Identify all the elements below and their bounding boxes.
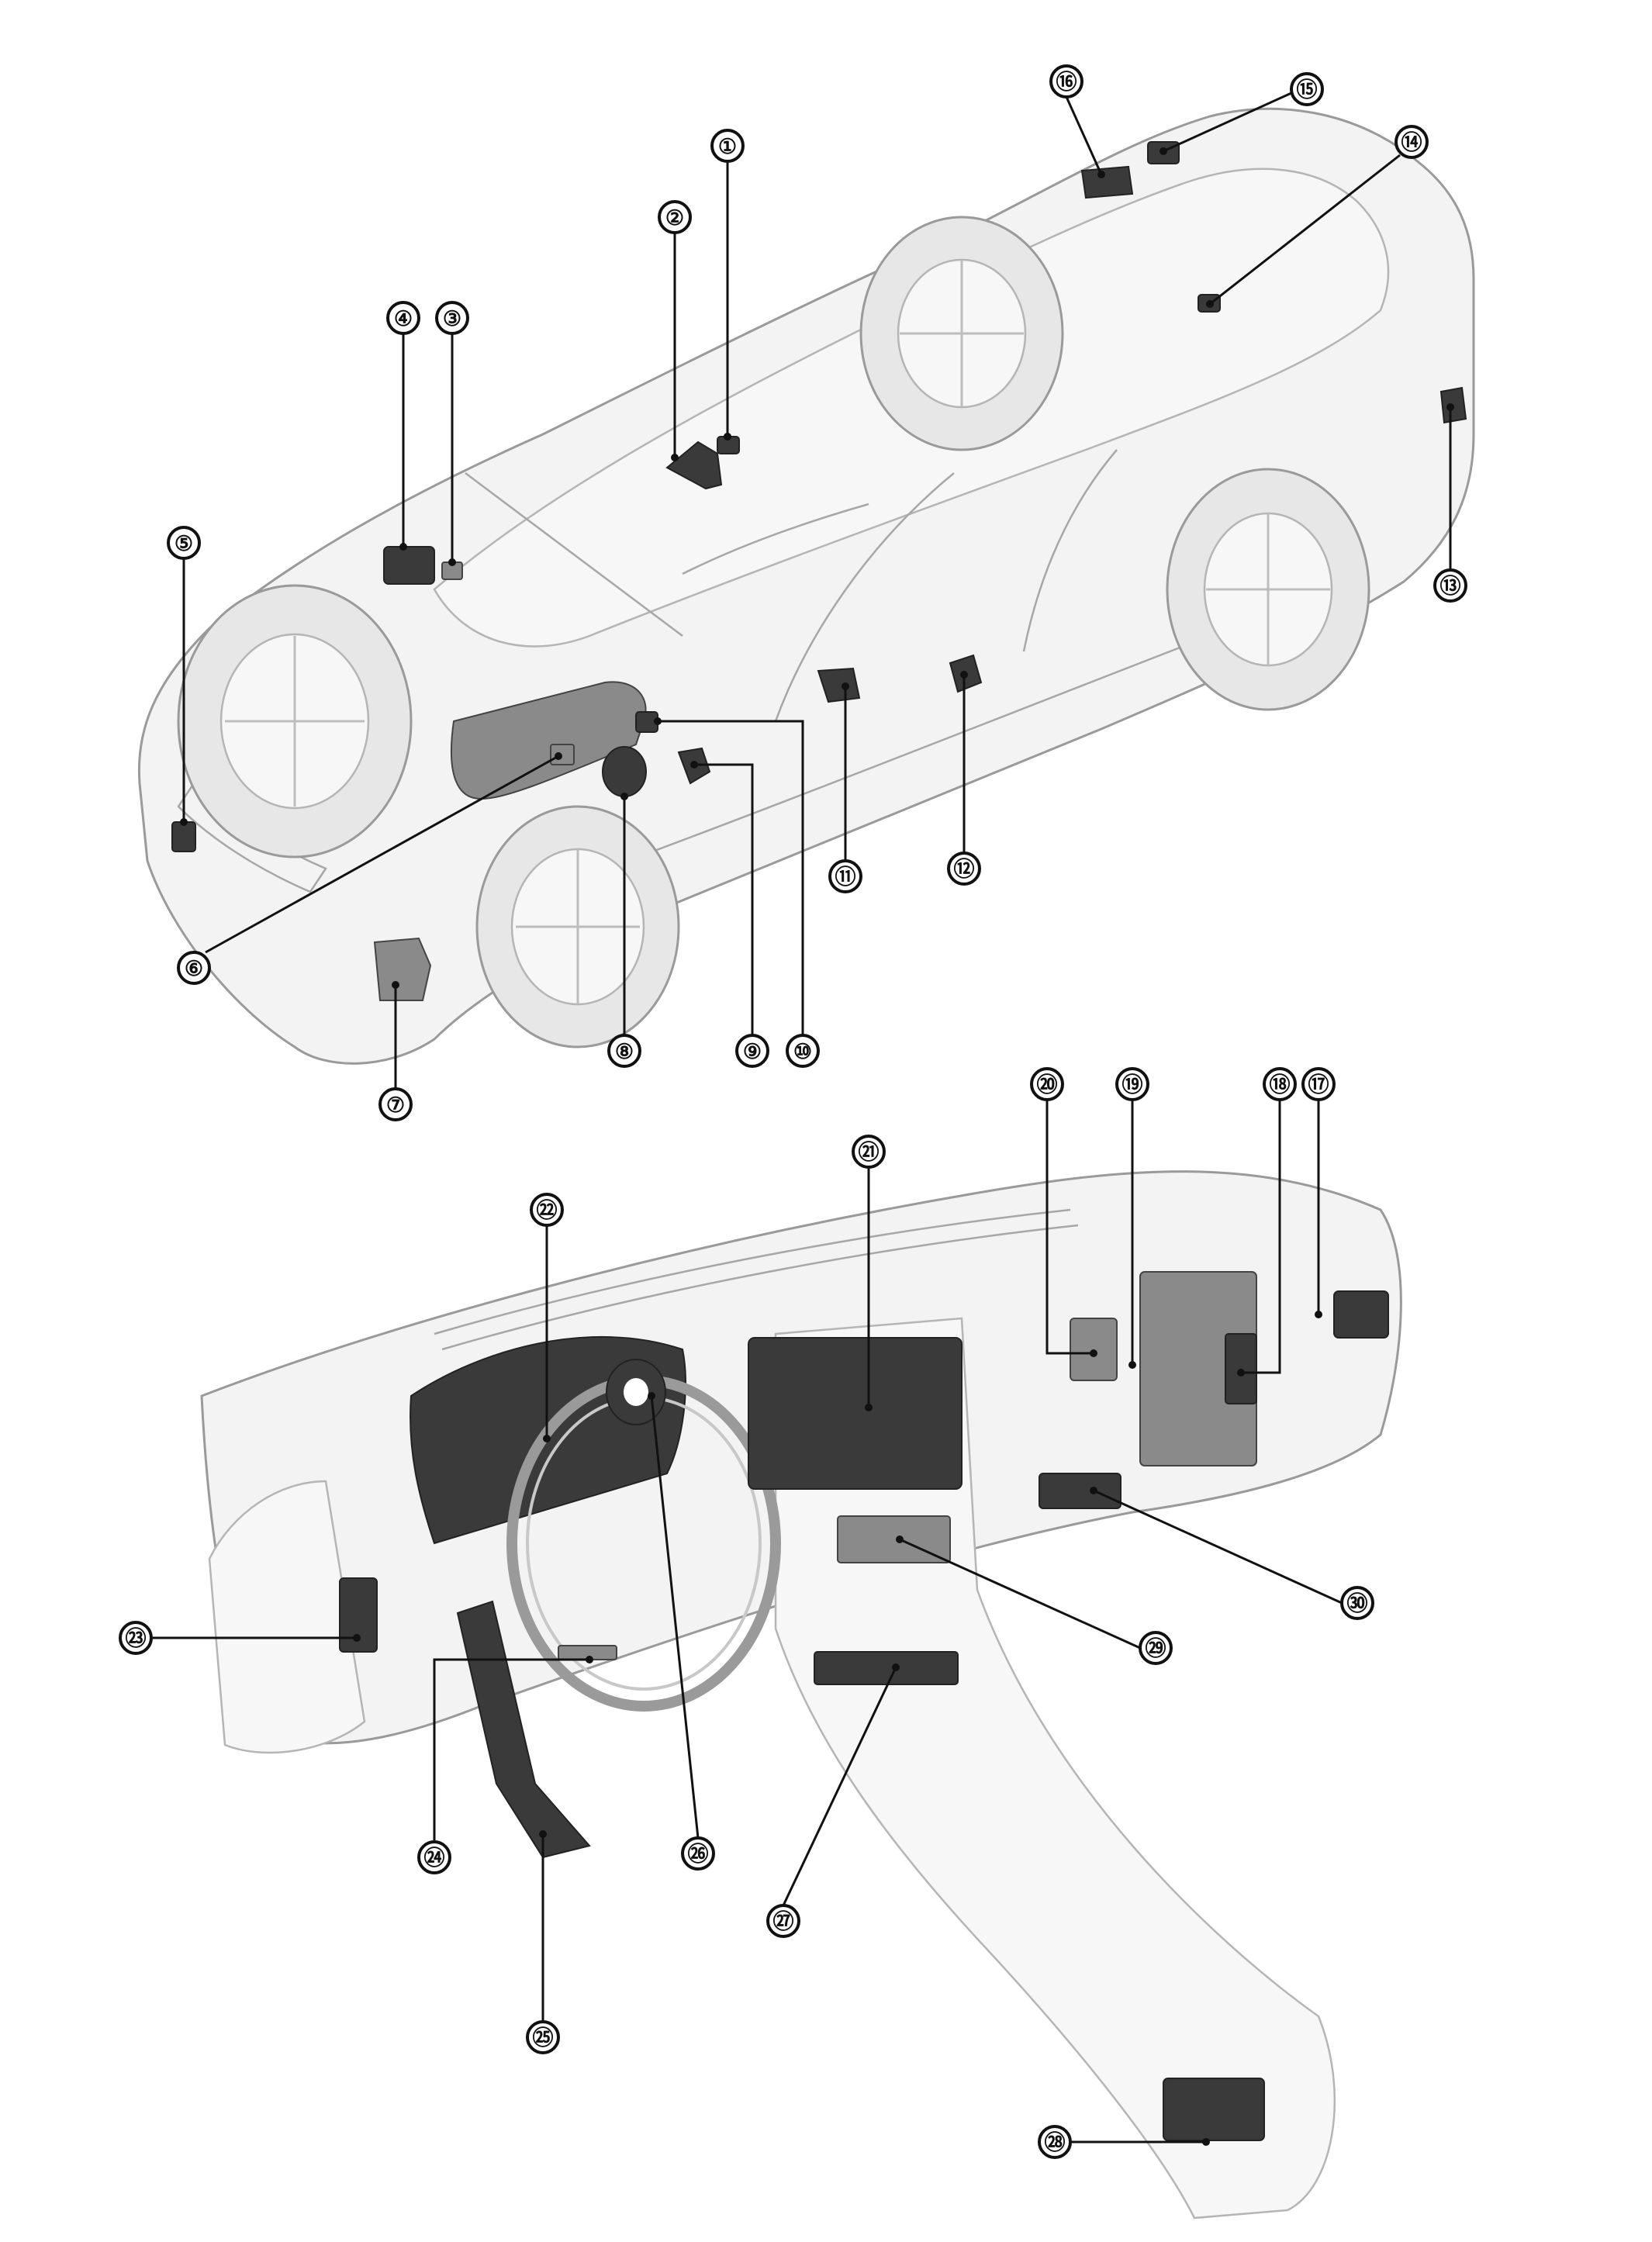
callout-14: ⑭: [1395, 125, 1429, 159]
svg-text:㉔: ㉔: [424, 1846, 445, 1870]
leader-end-dots: [180, 147, 1454, 2146]
part-27: [814, 1651, 959, 1685]
callout-12: ⑫: [947, 852, 981, 886]
transmission-assembly: [451, 681, 647, 800]
callout-15: ⑮: [1290, 72, 1324, 106]
svg-text:⑧: ⑧: [615, 1040, 634, 1063]
svg-text:㉕: ㉕: [533, 2026, 554, 2050]
svg-text:⑫: ⑫: [954, 857, 975, 881]
leader-lines-vehicle: [182, 92, 1452, 1089]
callout-badges: ① ② ③ ④ ⑤ ⑥ ⑦ ⑧ ⑨ ⑩: [119, 64, 1467, 2159]
callout-25: ㉕: [526, 2020, 560, 2054]
svg-text:③: ③: [443, 307, 461, 330]
callout-11: ⑪: [828, 859, 862, 893]
vehicle-phantom-view: [137, 92, 1475, 1089]
wheel-front-left: [177, 584, 413, 858]
svg-text:㉙: ㉙: [1146, 1636, 1166, 1660]
svg-text:⑪: ⑪: [835, 865, 856, 889]
instrument-panel-phantom-view: [151, 1100, 1402, 2220]
svg-text:㉑: ㉑: [859, 1140, 880, 1164]
svg-text:㉒: ㉒: [537, 1198, 558, 1222]
wheel-rear-left: [859, 216, 1064, 451]
svg-text:②: ②: [665, 206, 684, 230]
callout-28: ㉘: [1038, 2125, 1072, 2159]
callout-17: ⑰: [1301, 1067, 1336, 1101]
door-line-front: [774, 472, 955, 722]
part-11: [817, 667, 861, 703]
callout-5: ⑤: [167, 526, 201, 560]
svg-text:④: ④: [394, 307, 413, 330]
svg-text:㉘: ㉘: [1045, 2130, 1066, 2154]
defroster-vent-strip-2: [441, 1224, 1079, 1351]
svg-text:①: ①: [718, 135, 737, 158]
part-2: [665, 440, 723, 490]
svg-text:⑤: ⑤: [175, 532, 193, 555]
svg-text:⑮: ⑮: [1297, 78, 1318, 102]
part-8: [602, 746, 647, 797]
svg-text:⑥: ⑥: [185, 957, 203, 980]
part-5: [171, 821, 196, 852]
part-30: [1039, 1473, 1121, 1509]
svg-text:⑦: ⑦: [386, 1093, 405, 1117]
svg-text:⑲: ⑲: [1122, 1073, 1143, 1097]
svg-text:⑯: ⑯: [1056, 70, 1077, 94]
callout-8: ⑧: [607, 1034, 641, 1068]
callout-27: ㉗: [766, 1904, 800, 1938]
defroster-vent-strip: [434, 1208, 1071, 1335]
callout-6: ⑥: [177, 951, 211, 985]
callout-24: ㉔: [417, 1840, 451, 1874]
part-28: [1163, 2078, 1265, 2141]
callout-10: ⑩: [786, 1034, 820, 1068]
part-6: [550, 744, 575, 765]
part-23: [339, 1577, 378, 1653]
leader-lines-panel: [151, 1100, 1343, 2144]
callout-16: ⑯: [1049, 64, 1083, 98]
svg-text:⑨: ⑨: [743, 1040, 762, 1063]
callout-9: ⑨: [735, 1034, 769, 1068]
svg-text:⑬: ⑬: [1440, 574, 1461, 598]
callout-22: ㉒: [530, 1193, 564, 1227]
part-29: [837, 1515, 951, 1563]
svg-text:⑩: ⑩: [793, 1040, 812, 1063]
svg-text:㉖: ㉖: [688, 1842, 709, 1866]
svg-text:⑭: ⑭: [1401, 130, 1422, 154]
wheel-rear-right: [1166, 468, 1370, 711]
callout-20: ⑳: [1030, 1067, 1064, 1101]
svg-text:㉗: ㉗: [773, 1909, 794, 1933]
part-25: [456, 1600, 591, 1859]
callout-13: ⑬: [1433, 568, 1467, 603]
interior-dashboard-bar: [465, 472, 683, 637]
callout-18: ⑱: [1263, 1067, 1297, 1101]
svg-text:㉓: ㉓: [126, 1626, 147, 1650]
callout-26: ㉖: [681, 1836, 715, 1871]
part-17: [1333, 1290, 1389, 1339]
callout-4: ④: [386, 301, 420, 335]
callout-7: ⑦: [378, 1087, 413, 1121]
svg-text:⑰: ⑰: [1308, 1073, 1329, 1097]
callout-23: ㉓: [119, 1621, 153, 1655]
callout-3: ③: [435, 301, 469, 335]
part-4: [383, 546, 435, 585]
part-21: [748, 1337, 963, 1490]
callout-2: ②: [658, 200, 692, 234]
svg-text:⑳: ⑳: [1037, 1073, 1058, 1097]
interior-center-console: [682, 503, 869, 575]
callout-21: ㉑: [852, 1135, 886, 1169]
wheel-front-right: [475, 805, 680, 1048]
callout-19: ⑲: [1115, 1067, 1149, 1101]
callout-30: ㉚: [1340, 1586, 1374, 1620]
part-26-center: [624, 1378, 648, 1406]
door-line-rear: [1022, 449, 1118, 652]
callout-29: ㉙: [1139, 1631, 1173, 1665]
svg-text:⑱: ⑱: [1270, 1073, 1291, 1097]
part-16: [1080, 165, 1134, 199]
svg-text:㉚: ㉚: [1347, 1591, 1368, 1615]
dashboard-left-end: [208, 1480, 366, 1754]
part-7: [373, 937, 432, 1001]
